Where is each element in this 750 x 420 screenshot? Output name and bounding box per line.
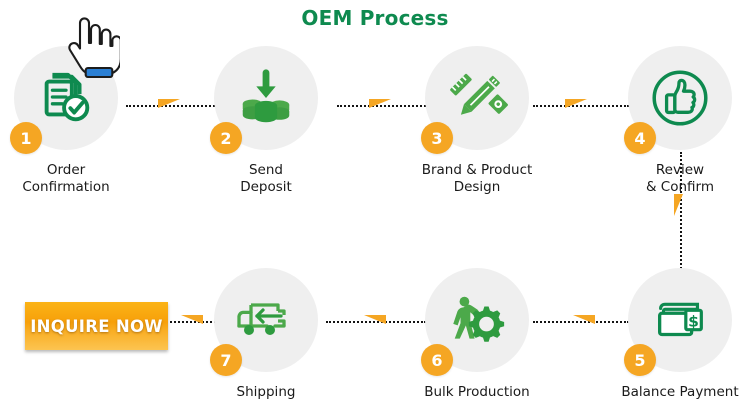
arrow-right-icon xyxy=(158,99,180,108)
step-icon-disc: 6 xyxy=(421,268,529,376)
step-label: Order Confirmation xyxy=(22,162,110,195)
delivery-truck-icon xyxy=(234,288,298,352)
connector-4-to-5 xyxy=(674,152,688,280)
arrow-left-icon xyxy=(573,315,595,324)
connector-7-to-cta xyxy=(163,315,223,329)
pencil-ruler-design-icon xyxy=(446,67,508,129)
svg-text:$: $ xyxy=(688,312,699,330)
step-number-badge: 3 xyxy=(421,122,453,154)
step-4-review-confirm[interactable]: 4 Review & Confirm xyxy=(620,46,740,196)
arrow-down-icon xyxy=(674,194,683,216)
step-label: Brand & Product Design xyxy=(421,162,533,195)
step-3-brand-product-design[interactable]: 3 Brand & Product Design xyxy=(417,46,537,196)
inquire-now-button[interactable]: INQUIRE NOW xyxy=(25,302,168,350)
step-icon-disc: 2 xyxy=(210,46,318,154)
step-number-badge: 4 xyxy=(624,122,656,154)
step-1-order-confirmation[interactable]: 1 Order Confirmation xyxy=(6,46,126,196)
thumbs-up-circle-icon xyxy=(647,65,713,131)
step-5-balance-payment[interactable]: $ 5 Balance Payment xyxy=(620,268,740,401)
step-icon-disc: 1 xyxy=(10,46,118,154)
worker-gear-icon xyxy=(446,289,508,351)
step-number-badge: 5 xyxy=(624,344,656,376)
step-number-badge: 1 xyxy=(10,122,42,154)
connector-1-to-2 xyxy=(126,99,218,113)
page-title: OEM Process xyxy=(301,6,449,30)
step-label: Review & Confirm xyxy=(645,162,715,195)
step-icon-disc: 4 xyxy=(624,46,732,154)
step-number-badge: 7 xyxy=(210,344,242,376)
step-icon-disc: 3 xyxy=(421,46,529,154)
step-icon-disc: $ 5 xyxy=(624,268,732,376)
document-check-icon xyxy=(35,67,97,129)
step-label: Send Deposit xyxy=(240,162,292,195)
connector-3-to-4 xyxy=(533,99,629,113)
step-7-shipping[interactable]: 7 Shipping xyxy=(206,268,326,401)
connector-dots xyxy=(680,152,682,280)
wallet-cash-icon: $ xyxy=(649,289,711,351)
step-number-badge: 2 xyxy=(210,122,242,154)
arrow-left-icon xyxy=(364,315,386,324)
step-label: Shipping xyxy=(236,384,296,400)
connector-6-to-7 xyxy=(326,315,426,329)
step-number-badge: 6 xyxy=(421,344,453,376)
arrow-right-icon xyxy=(565,99,587,108)
step-6-bulk-production[interactable]: 6 Bulk Production xyxy=(417,268,537,401)
arrow-right-icon xyxy=(369,99,391,108)
inquire-now-label: INQUIRE NOW xyxy=(30,316,163,336)
connector-2-to-3 xyxy=(337,99,429,113)
step-icon-disc: 7 xyxy=(210,268,318,376)
step-label: Bulk Production xyxy=(424,384,530,400)
step-label: Balance Payment xyxy=(621,384,739,400)
coins-download-icon xyxy=(235,67,297,129)
connector-5-to-6 xyxy=(533,315,629,329)
step-2-send-deposit[interactable]: 2 Send Deposit xyxy=(206,46,326,196)
arrow-left-icon xyxy=(181,315,203,324)
